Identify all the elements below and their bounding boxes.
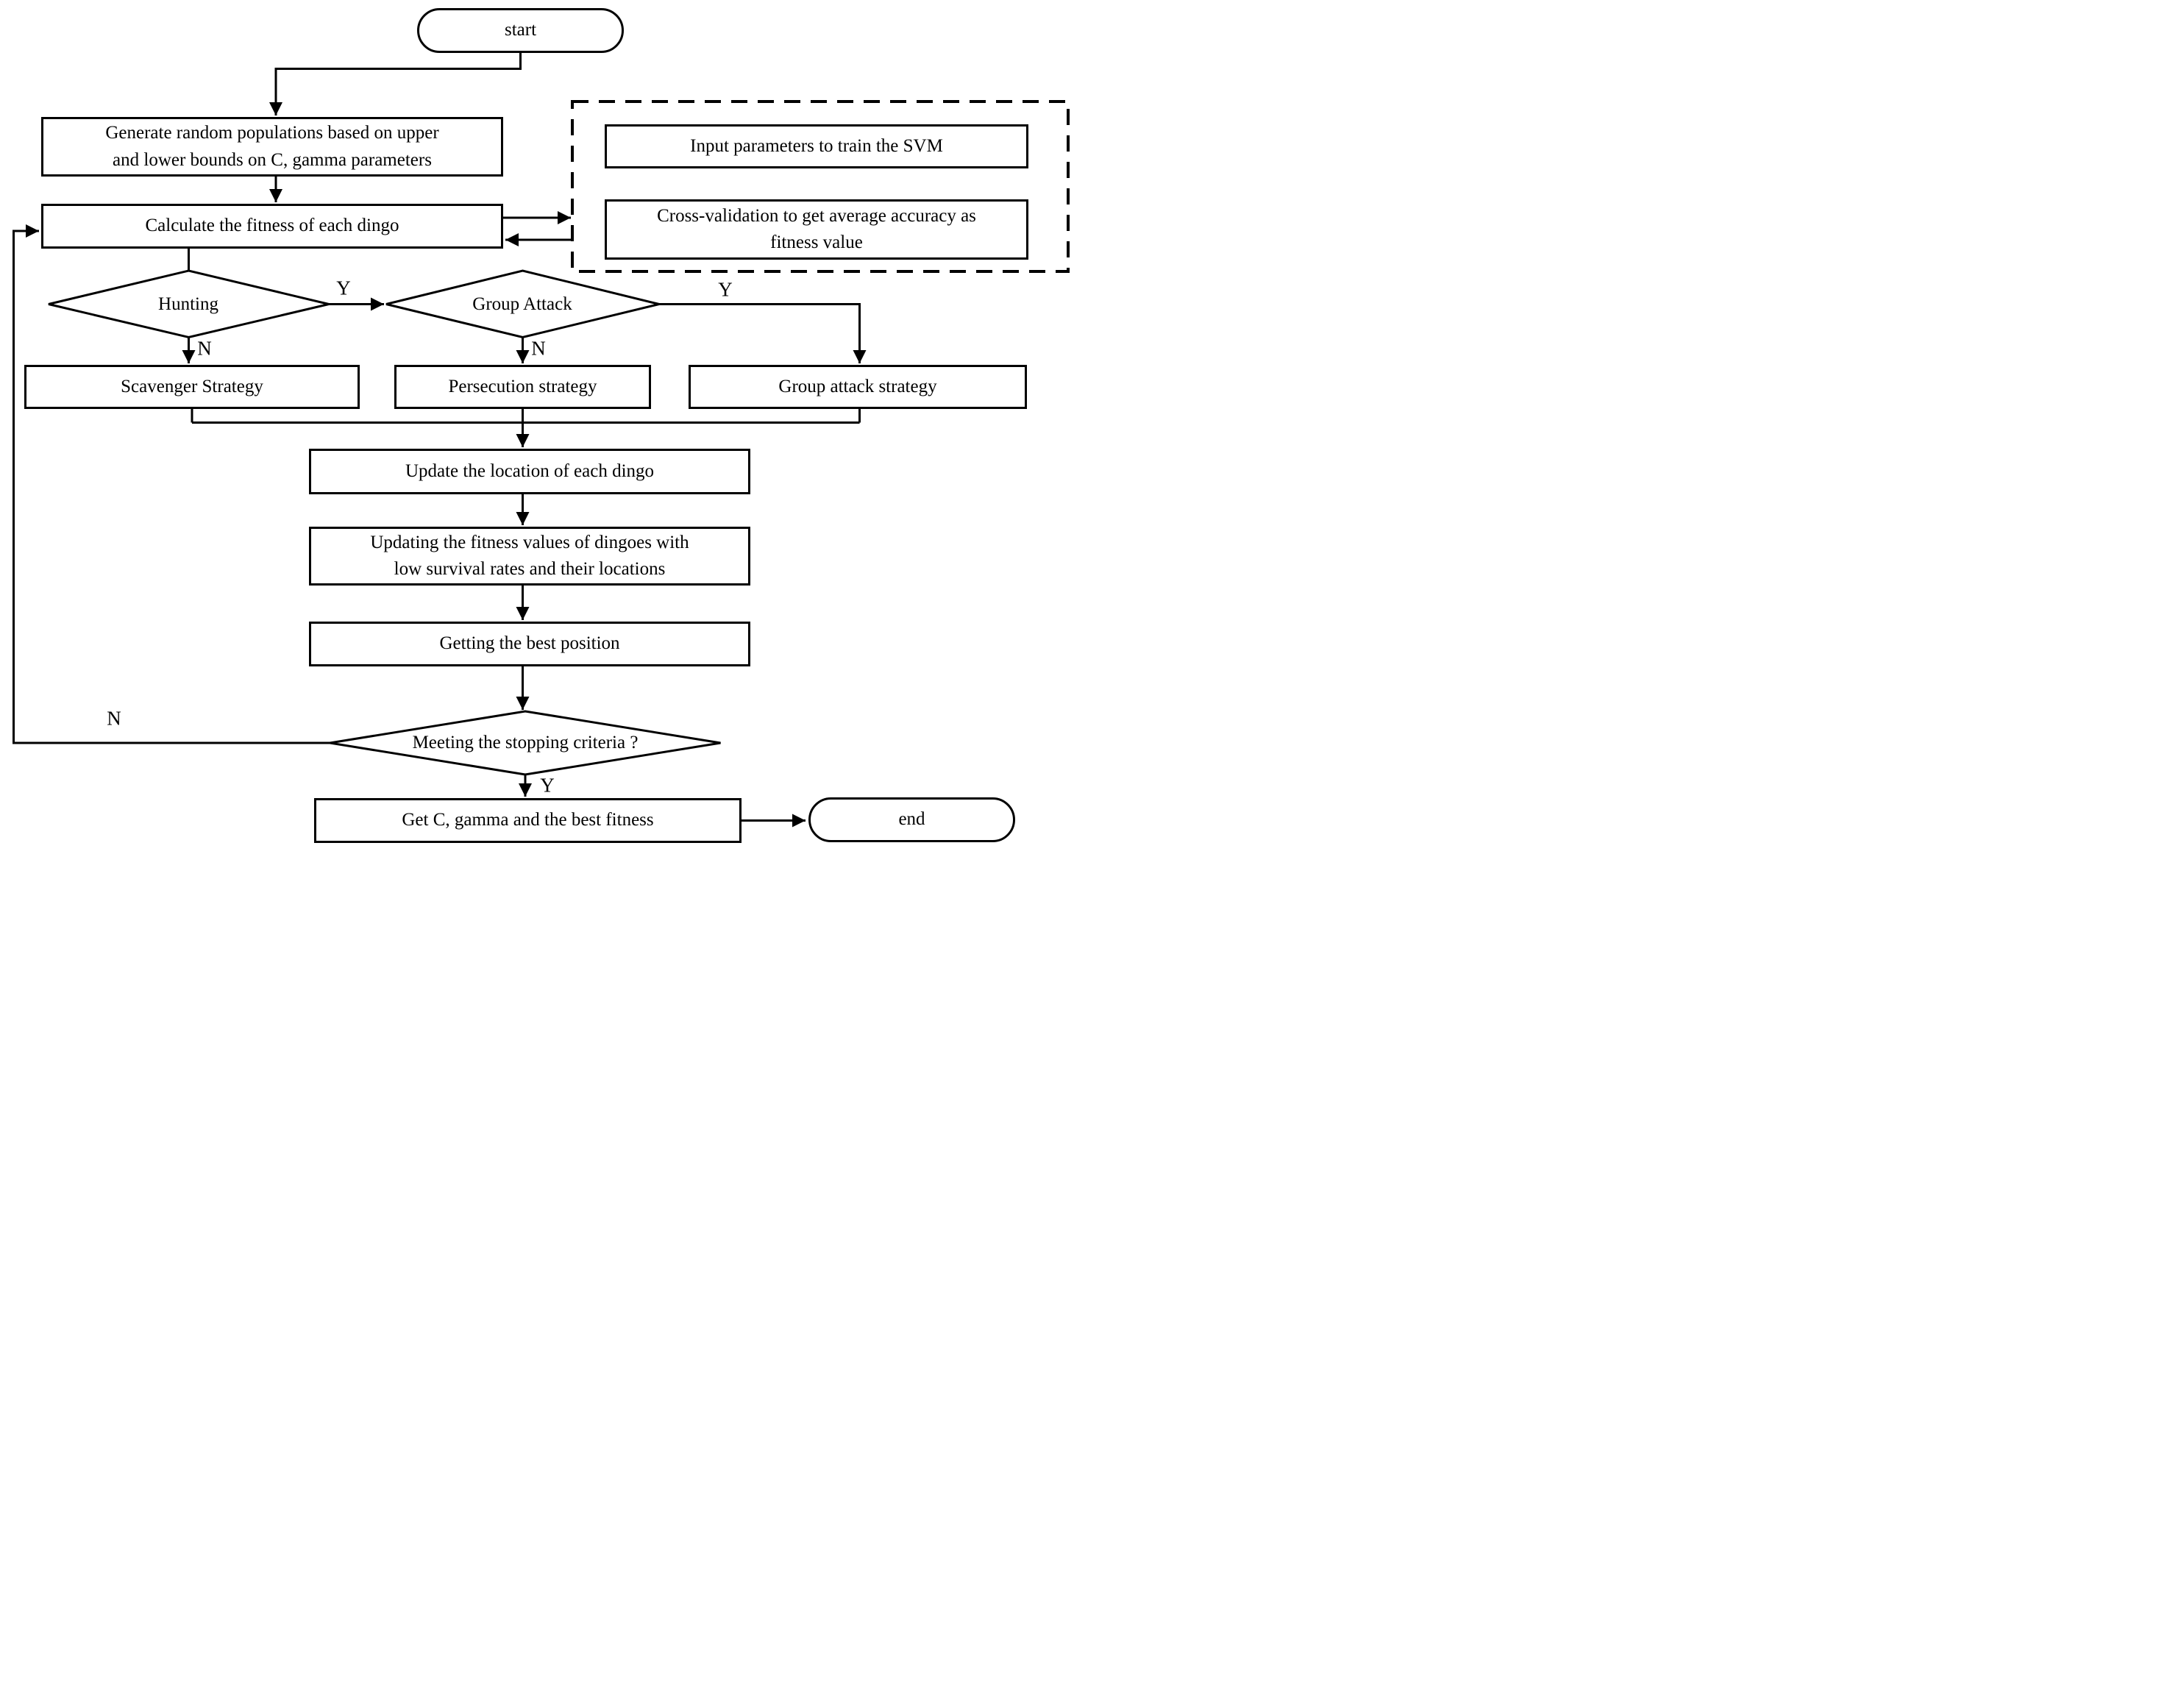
input-parameters-label: Input parameters to train the SVM xyxy=(690,135,943,156)
stopping-criteria-label: Meeting the stopping criteria ? xyxy=(412,733,639,752)
update-location-label: Update the location of each dingo xyxy=(405,460,655,481)
hunting-decision-diamond xyxy=(48,269,330,339)
update-location-step: Update the location of each dingo xyxy=(309,449,750,494)
edge-start-to-generate xyxy=(269,53,522,115)
group-attack-no-label: N xyxy=(531,337,546,360)
updating-fitness-step: Updating the fitness values of dingoes w… xyxy=(309,527,750,586)
get-result-step: Get C, gamma and the best fitness xyxy=(314,798,742,843)
start-terminator: start xyxy=(417,8,624,53)
input-parameters-step: Input parameters to train the SVM xyxy=(605,124,1028,168)
persecution-strategy-step: Persecution strategy xyxy=(394,365,651,409)
best-position-step: Getting the best position xyxy=(309,622,750,666)
flowchart-edges-layer xyxy=(13,53,1070,828)
cross-validation-step: Cross-validation to get average accuracy… xyxy=(605,199,1028,260)
generate-populations-step: Generate random populations based on upp… xyxy=(41,117,503,177)
group-attack-decision-label: Group Attack xyxy=(472,294,572,314)
stopping-criteria-decision-diamond xyxy=(330,710,721,776)
stopping-no-label: N xyxy=(107,707,121,730)
group-attack-strategy-step: Group attack strategy xyxy=(689,365,1027,409)
get-result-label: Get C, gamma and the best fitness xyxy=(402,810,654,830)
updating-fitness-label: Updating the fitness values of dingoes w… xyxy=(370,532,689,579)
svm-evaluation-dashed-group xyxy=(571,100,1070,273)
group-attack-yes-label: Y xyxy=(718,278,733,301)
scavenger-strategy-step: Scavenger Strategy xyxy=(24,365,360,409)
start-label: start xyxy=(504,20,537,40)
end-label: end xyxy=(898,809,925,830)
group-attack-strategy-label: Group attack strategy xyxy=(778,376,937,396)
best-position-label: Getting the best position xyxy=(439,633,620,654)
calculate-fitness-step: Calculate the fitness of each dingo xyxy=(41,204,503,249)
hunting-yes-label: Y xyxy=(336,277,351,299)
edge-stopping-no-loop-to-calculate xyxy=(13,224,330,744)
generate-populations-label: Generate random populations based on upp… xyxy=(105,123,439,170)
flowchart-canvas: start Generate random populations based … xyxy=(0,0,1081,854)
edge-group-attack-yes-to-strategy xyxy=(659,303,867,363)
hunting-no-label: N xyxy=(197,337,212,360)
cross-validation-label: Cross-validation to get average accuracy… xyxy=(657,205,976,252)
stopping-yes-label: Y xyxy=(540,774,555,797)
persecution-strategy-label: Persecution strategy xyxy=(448,376,597,396)
scavenger-strategy-label: Scavenger Strategy xyxy=(121,376,263,396)
calculate-fitness-label: Calculate the fitness of each dingo xyxy=(145,216,399,236)
group-attack-decision-diamond xyxy=(385,269,660,339)
end-terminator: end xyxy=(808,797,1015,842)
hunting-decision-label: Hunting xyxy=(158,294,218,314)
